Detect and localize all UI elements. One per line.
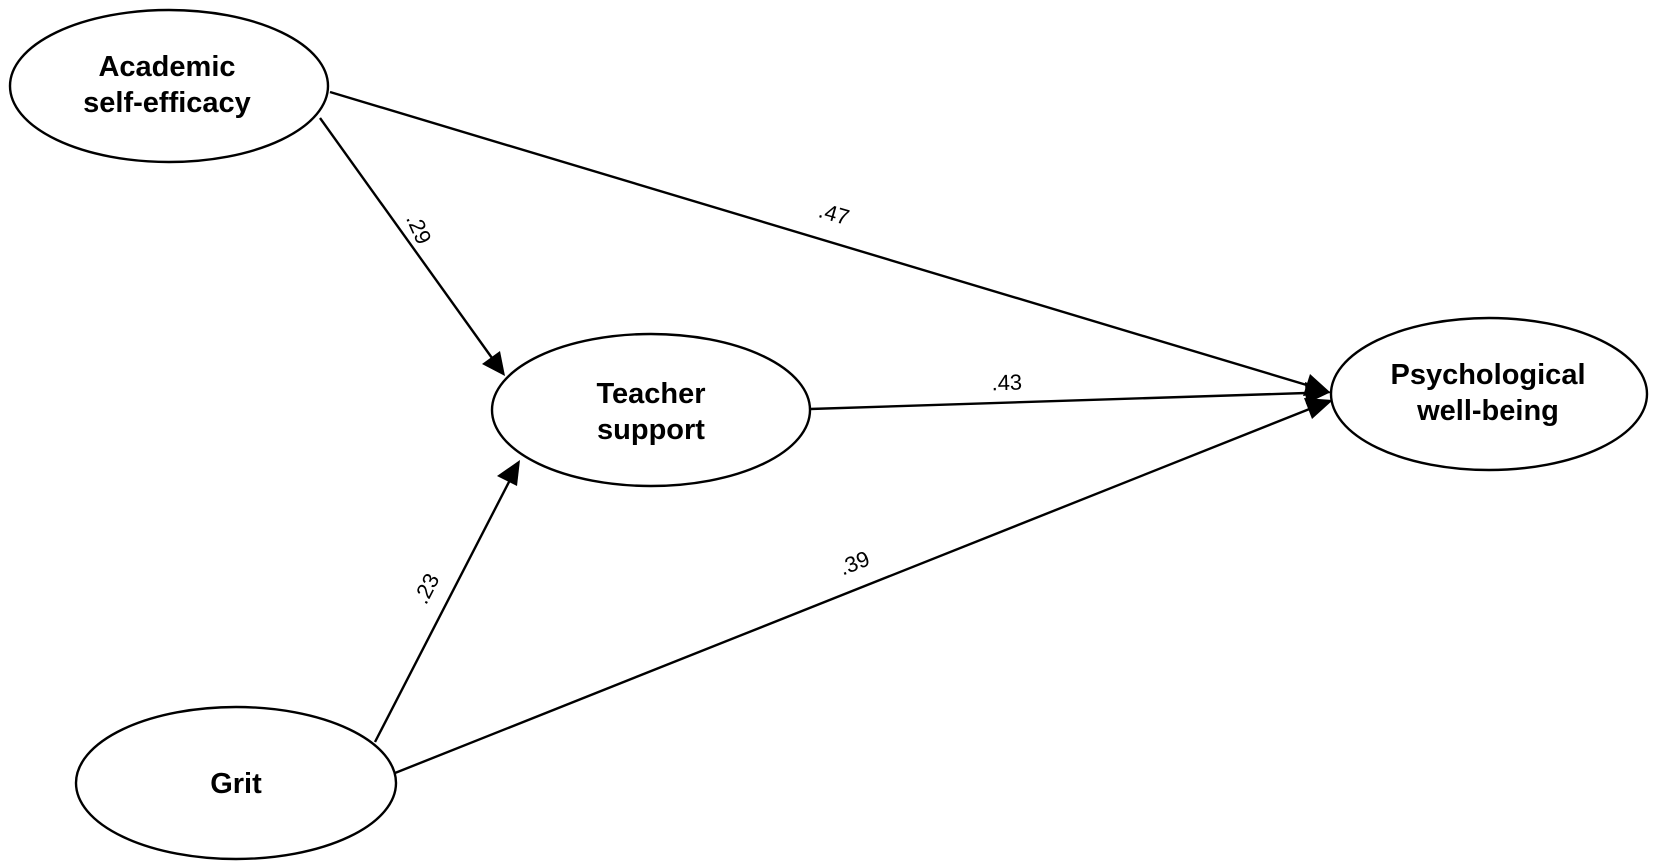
arrowhead bbox=[482, 351, 505, 376]
arrowhead bbox=[1304, 398, 1333, 419]
path-coefficient-label: .47 bbox=[816, 198, 852, 230]
node-label-line2: well-being bbox=[1416, 395, 1559, 427]
edge-academic-self-efficacy-to-teacher-support: .29 bbox=[319, 117, 505, 376]
path-coefficient-label: .29 bbox=[401, 210, 436, 248]
path-coefficient-label: .39 bbox=[835, 546, 873, 580]
node-label-line2: self-efficacy bbox=[83, 87, 251, 119]
arrowhead bbox=[497, 460, 520, 486]
node-label-line1: Psychological bbox=[1390, 359, 1585, 391]
node-teacher-support: Teacher support bbox=[490, 332, 812, 488]
node-label-line2: support bbox=[597, 414, 705, 446]
path-coefficient-label: .23 bbox=[408, 569, 444, 608]
node-label-line1: Teacher bbox=[596, 378, 705, 410]
arrowhead bbox=[1305, 382, 1331, 404]
edge-academic-self-efficacy-to-psychological-well-being: .47 bbox=[329, 90, 1331, 396]
edge-teacher-support-to-psychological-well-being: .43 bbox=[809, 370, 1331, 411]
node-academic-self-efficacy: Academic self-efficacy bbox=[8, 8, 330, 164]
path-coefficient-label: .43 bbox=[991, 370, 1022, 396]
node-psychological-well-being: Psychological well-being bbox=[1329, 316, 1649, 472]
node-grit: Grit bbox=[74, 705, 398, 861]
edge-grit-to-teacher-support: .23 bbox=[373, 460, 520, 743]
node-label-line1: Academic bbox=[98, 51, 235, 83]
node-label: Grit bbox=[210, 768, 262, 800]
